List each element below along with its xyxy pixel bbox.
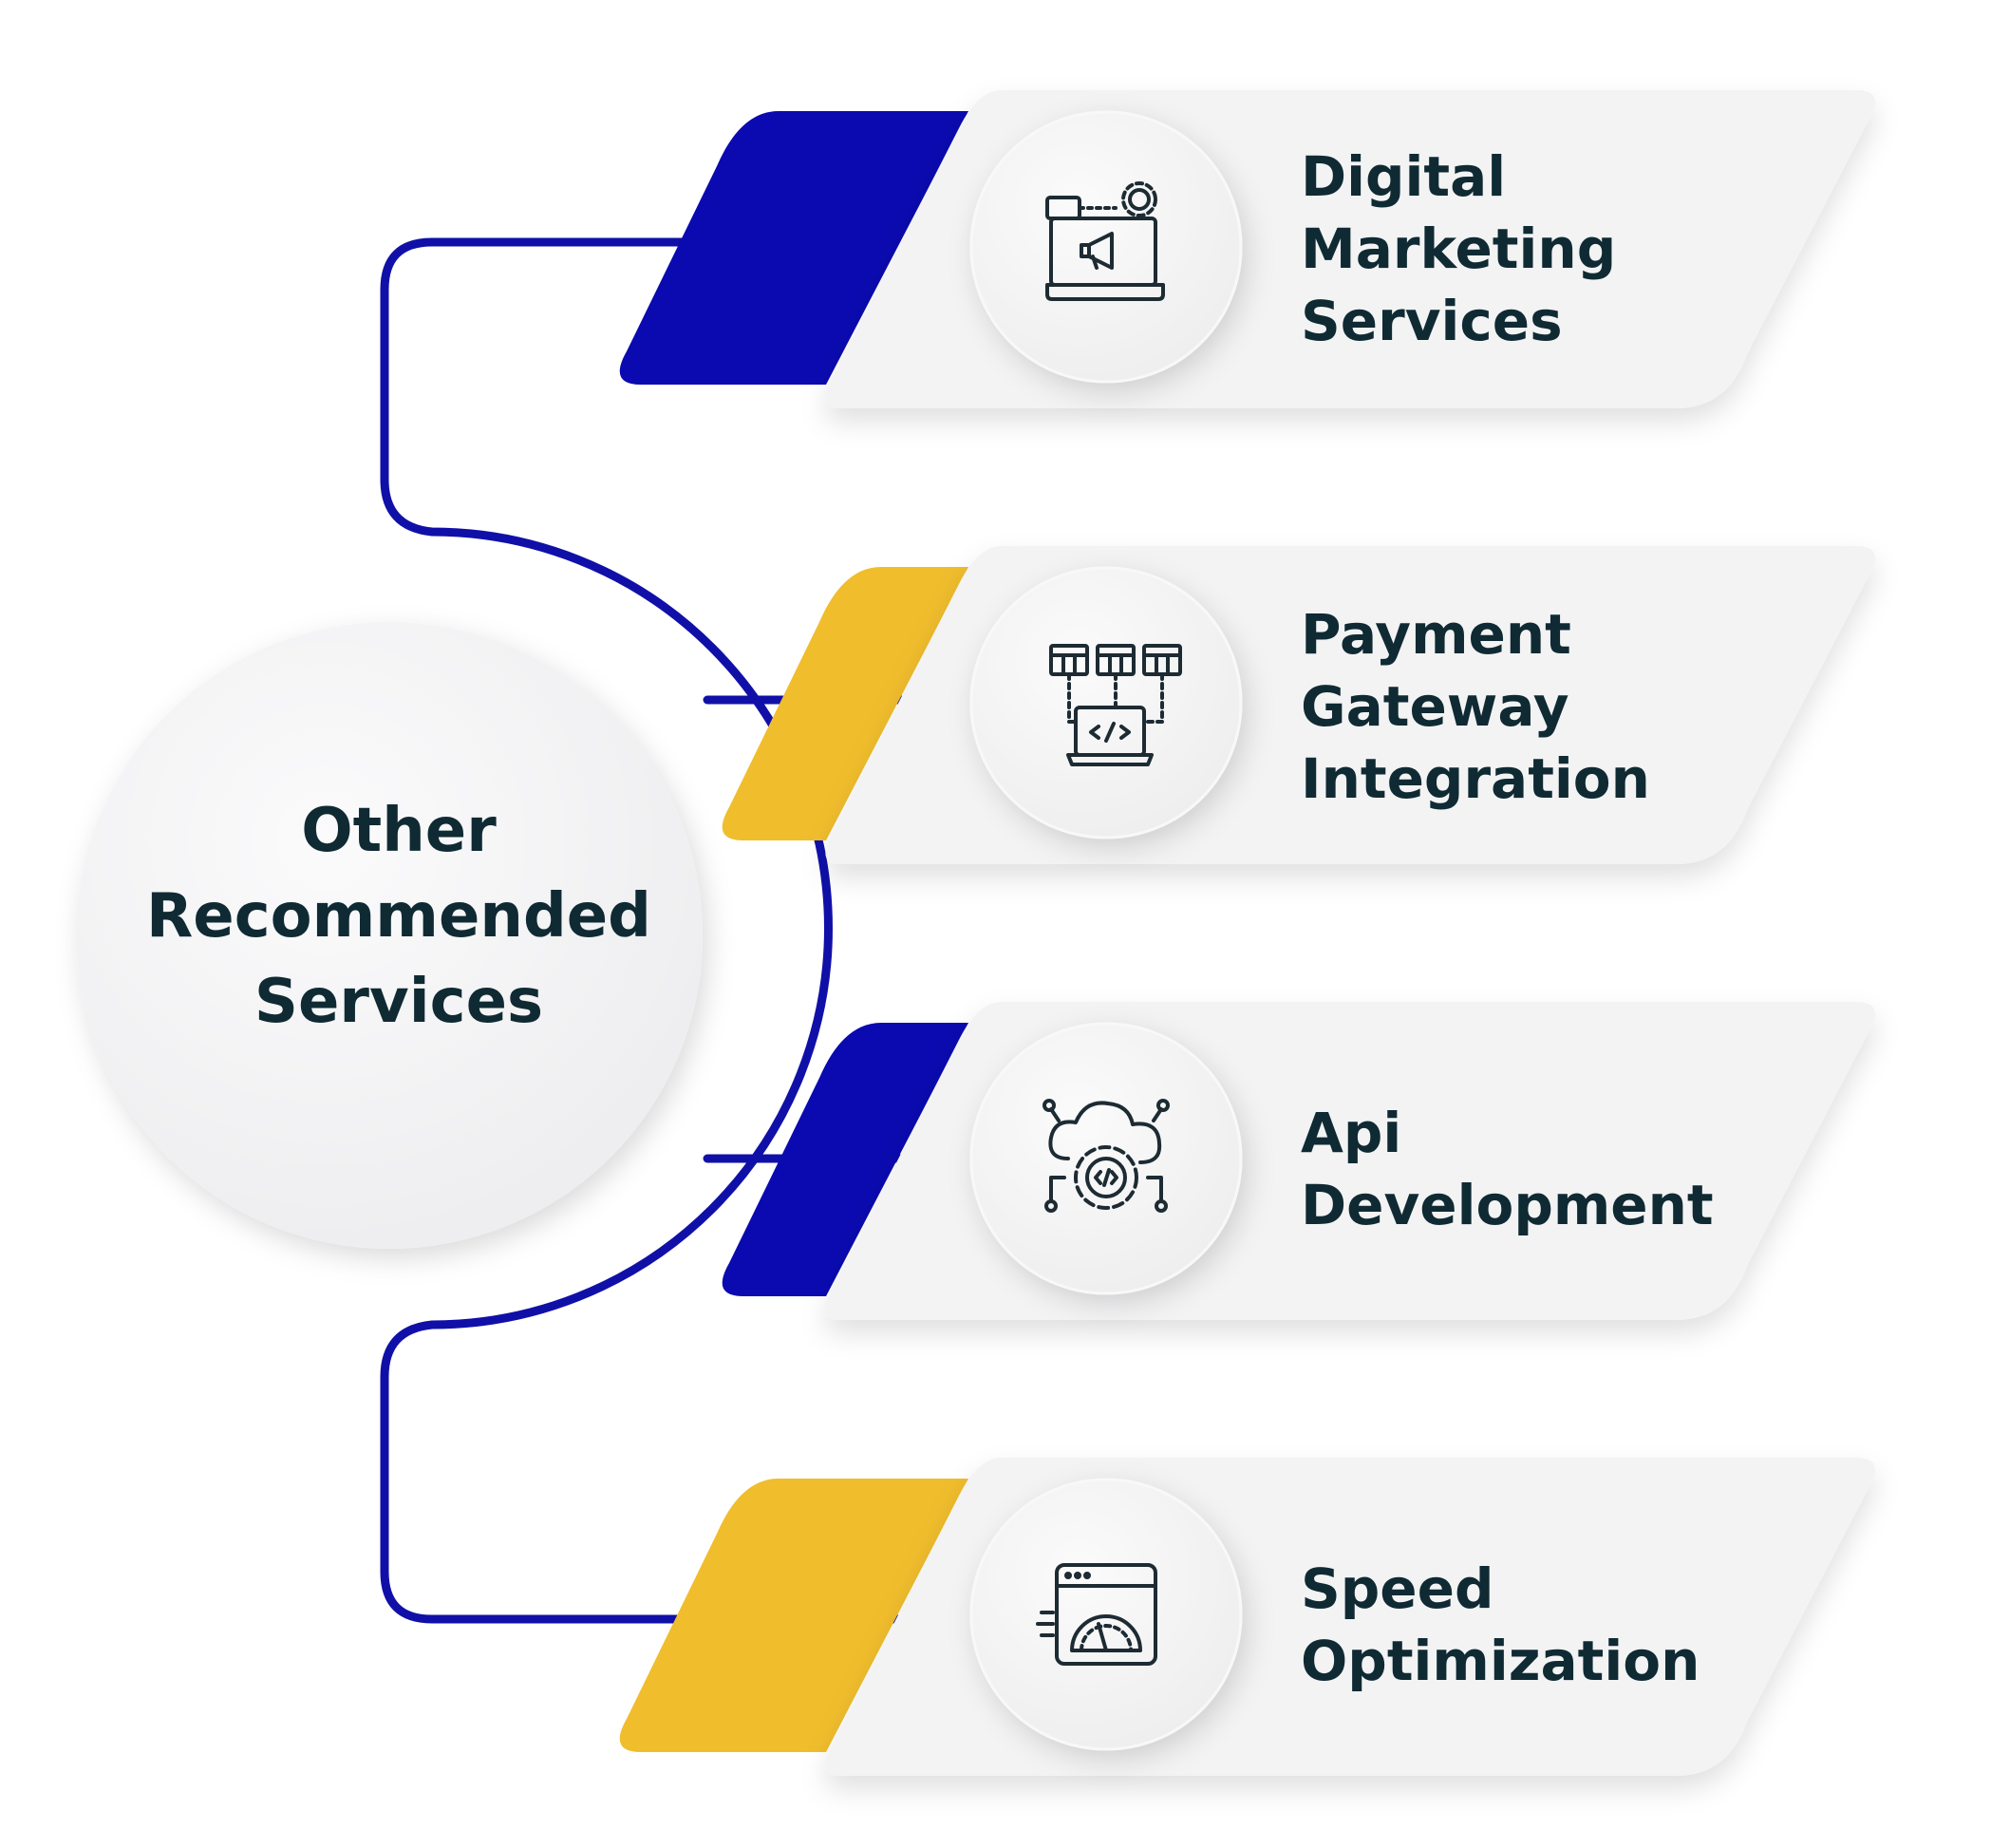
service-accent xyxy=(722,1023,968,1296)
speed-optimization-icon xyxy=(1036,1563,1157,1666)
service-title-line: Gateway xyxy=(1301,674,1569,739)
service-title-line: Payment xyxy=(1301,602,1571,667)
center-title: Other Recommended Services xyxy=(104,788,693,1045)
service-title-line: Marketing xyxy=(1301,217,1617,281)
service-title-line: Optimization xyxy=(1301,1629,1700,1693)
center-circle xyxy=(76,622,703,1249)
digital-marketing-icon xyxy=(1045,181,1165,301)
service-digital-marketing-title: Digital Marketing Services xyxy=(1301,141,1616,357)
service-title-line: Api xyxy=(1301,1101,1402,1165)
service-icon-circle xyxy=(969,110,1243,384)
service-icon-circle xyxy=(969,1478,1243,1751)
service-api-development-title: Api Development xyxy=(1301,1097,1714,1241)
center-title-line: Other xyxy=(301,796,497,866)
payment-gateway-icon xyxy=(1049,644,1182,766)
service-title-line: Development xyxy=(1301,1173,1714,1237)
service-accent xyxy=(722,567,968,840)
center-title-line: Recommended xyxy=(146,881,651,952)
service-title-line: Integration xyxy=(1301,746,1650,811)
service-speed-optimization-title: Speed Optimization xyxy=(1301,1553,1700,1697)
service-icon-circle xyxy=(969,566,1243,839)
service-title-line: Digital xyxy=(1301,144,1507,209)
service-accent xyxy=(619,111,968,385)
api-development-icon xyxy=(1042,1099,1170,1213)
center-title-line: Services xyxy=(254,967,544,1037)
service-title-line: Services xyxy=(1301,289,1563,353)
service-accent xyxy=(619,1479,968,1752)
service-payment-gateway-title: Payment Gateway Integration xyxy=(1301,598,1650,815)
service-title-line: Speed xyxy=(1301,1556,1494,1621)
